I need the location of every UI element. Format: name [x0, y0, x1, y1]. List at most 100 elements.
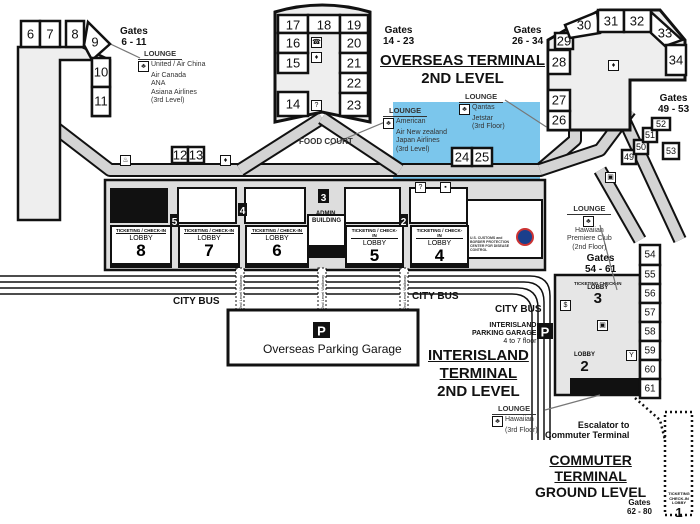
svg-text:49: 49 [624, 152, 634, 162]
gate-57[interactable]: 57 [638, 301, 662, 324]
svg-text:21: 21 [347, 56, 361, 71]
gate-51[interactable]: 51 [641, 126, 659, 144]
walkway-label: 2nd Level Walkway [320, 275, 325, 309]
svg-text:61: 61 [644, 384, 656, 395]
svg-text:15: 15 [286, 56, 300, 71]
gate-7[interactable]: 7 [38, 19, 62, 49]
phone-icon: ☎ [311, 37, 322, 48]
lounge-icon: ♣ [138, 60, 149, 72]
gate-55[interactable]: 55 [638, 263, 662, 286]
svg-text:59: 59 [644, 346, 656, 357]
gate-15[interactable]: 15 [276, 51, 310, 75]
gate-31[interactable]: 31 [596, 8, 626, 34]
gate-8[interactable]: 8 [64, 19, 86, 49]
gate-54[interactable]: 54 [638, 243, 662, 267]
gate-28[interactable]: 28 [546, 48, 572, 76]
gate-18[interactable]: 18 [306, 13, 342, 35]
baggage-icon: ▣ [597, 320, 608, 331]
svg-text:31: 31 [604, 14, 618, 29]
gate-60[interactable]: 60 [638, 358, 662, 381]
gate-26[interactable]: 26 [546, 109, 572, 132]
gate-24[interactable]: 24 [450, 146, 474, 168]
gate-12[interactable]: 12 [170, 145, 190, 165]
stair-3-label: 3 [321, 193, 327, 204]
svg-text:25: 25 [475, 150, 489, 165]
gate-34[interactable]: 34 [664, 43, 688, 77]
gate-13[interactable]: 13 [186, 145, 206, 165]
gate-21[interactable]: 21 [338, 51, 370, 75]
gate-10[interactable]: 10 [90, 56, 112, 89]
stair-4-label: 4 [240, 206, 246, 217]
svg-text:52: 52 [656, 119, 666, 129]
svg-text:8: 8 [71, 27, 78, 42]
gate-19[interactable]: 19 [338, 13, 370, 35]
gate-52[interactable]: 52 [650, 116, 672, 132]
parking-icon: P [317, 324, 326, 339]
gate-61[interactable]: 61 [638, 377, 662, 400]
gate-14[interactable]: 14 [276, 90, 310, 118]
svg-text:19: 19 [347, 18, 361, 33]
gate-9[interactable]: 9 [82, 19, 112, 62]
svg-text:53: 53 [666, 146, 676, 156]
gate-32[interactable]: 32 [622, 8, 653, 34]
gate-27[interactable]: 27 [546, 88, 572, 113]
svg-text:56: 56 [644, 289, 656, 300]
walkway-label: 2nd Level Walkway [402, 275, 407, 309]
gate-58[interactable]: 58 [638, 320, 662, 343]
lounge-icon: ♣ [492, 415, 503, 427]
svg-text:6: 6 [27, 27, 34, 42]
svg-text:60: 60 [644, 365, 656, 376]
gate-17[interactable]: 17 [276, 13, 310, 35]
svg-text:9: 9 [91, 35, 98, 50]
svg-text:22: 22 [347, 76, 361, 91]
lounge-hawaiian[interactable]: LOUNGE♣Hawaiian(3rd Floor) [492, 404, 538, 435]
gate-25[interactable]: 25 [470, 146, 494, 168]
gate-11[interactable]: 11 [90, 85, 112, 118]
restroom-icon: ♦ [220, 155, 231, 166]
svg-text:10: 10 [94, 65, 108, 80]
svg-text:54: 54 [644, 250, 656, 261]
gate-22[interactable]: 22 [338, 71, 370, 95]
interisland-parking-icon: P [541, 325, 550, 340]
gate-23[interactable]: 23 [338, 91, 370, 118]
lounge-leader-lines [101, 39, 618, 411]
svg-text:50: 50 [636, 142, 646, 152]
svg-text:51: 51 [645, 130, 655, 140]
svg-text:14: 14 [286, 97, 300, 112]
svg-text:55: 55 [644, 270, 656, 281]
city-bus-label: CITY BUS [412, 291, 459, 302]
gate-6[interactable]: 6 [19, 19, 42, 49]
gate-59[interactable]: 59 [638, 339, 662, 362]
gate-50[interactable]: 50 [632, 138, 650, 156]
gate-49[interactable]: 49 [620, 148, 638, 166]
gate-30[interactable]: 30 [563, 10, 602, 40]
gate-53[interactable]: 53 [661, 141, 681, 161]
gate-20[interactable]: 20 [338, 31, 370, 55]
atm-icon: $ [560, 300, 571, 311]
gates: 6 7 8 9 10 11 12 13 17 18 19 16 15 14 20… [19, 8, 688, 400]
overseas-parking-label: Overseas Parking Garage [263, 342, 402, 356]
gate-56[interactable]: 56 [638, 282, 662, 305]
svg-text:7: 7 [46, 27, 53, 42]
svg-text:28: 28 [552, 55, 566, 70]
gate-16[interactable]: 16 [276, 31, 310, 55]
walkway-label: 2nd Level Walkway [238, 275, 243, 309]
